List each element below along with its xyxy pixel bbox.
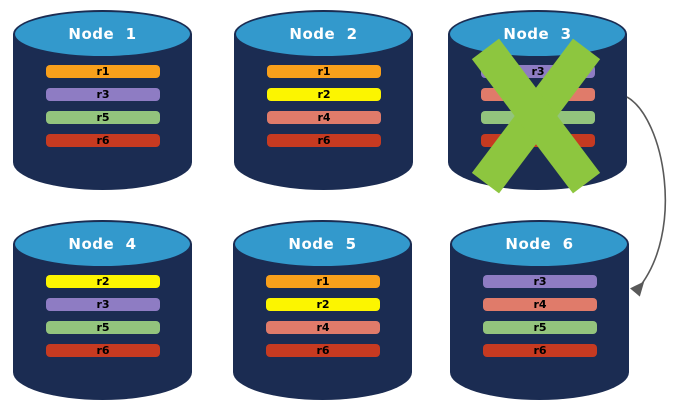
node-5: Node 5 r1 r2 r4 r6: [233, 220, 412, 400]
replica-bar-r5: r5: [46, 111, 160, 124]
replica-bar-r1: r1: [267, 65, 381, 78]
cylinder-top: Node 2: [234, 10, 413, 58]
replica-label: r1: [316, 275, 330, 288]
replica-bar-r5: r5: [46, 321, 160, 334]
replica-label: r6: [316, 344, 330, 357]
replica-label: r6: [533, 344, 547, 357]
replica-label: r6: [96, 134, 110, 147]
replica-list: r3 r4 r5 r6: [483, 275, 597, 357]
replica-bar-r3: r3: [46, 298, 160, 311]
replica-label: r6: [96, 344, 110, 357]
replica-label: r4: [533, 298, 547, 311]
cylinder-top: Node 3: [448, 10, 627, 58]
replica-label: r3: [531, 65, 545, 78]
node-2: Node 2 r1 r2 r4 r6: [234, 10, 413, 190]
replica-bar-r6: r6: [46, 134, 160, 147]
node-1: Node 1 r1 r3 r5 r6: [13, 10, 192, 190]
replica-label: r6: [531, 134, 545, 147]
replica-list: r2 r3 r5 r6: [46, 275, 160, 357]
replica-list: r3 r4 r5 r6: [481, 65, 595, 147]
replica-label: r2: [316, 298, 330, 311]
replica-bar-r1: r1: [266, 275, 380, 288]
replica-label: r6: [317, 134, 331, 147]
replica-list: r1 r2 r4 r6: [267, 65, 381, 147]
replica-label: r5: [531, 111, 545, 124]
node-title: Node 6: [505, 235, 574, 253]
node-3: Node 3 r3 r4 r5 r6: [448, 10, 627, 194]
node-title: Node 4: [68, 235, 137, 253]
cylinder-top: Node 6: [450, 220, 629, 268]
replica-label: r2: [96, 275, 110, 288]
replica-label: r4: [316, 321, 330, 334]
cylinder-top: Node 1: [13, 10, 192, 58]
node-title: Node 2: [289, 25, 358, 43]
replica-bar-r5: r5: [483, 321, 597, 334]
replica-bar-r2: r2: [46, 275, 160, 288]
replica-bar-r4: r4: [483, 298, 597, 311]
replica-bar-r2: r2: [267, 88, 381, 101]
replica-label: r3: [96, 88, 110, 101]
node-title: Node 3: [503, 25, 572, 43]
replica-bar-r6: r6: [267, 134, 381, 147]
replica-label: r2: [317, 88, 331, 101]
node-title: Node 5: [288, 235, 357, 253]
replica-bar-r6: r6: [481, 134, 595, 147]
replica-label: r3: [96, 298, 110, 311]
replica-list: r1 r2 r4 r6: [266, 275, 380, 357]
replica-bar-r2: r2: [266, 298, 380, 311]
replica-label: r5: [96, 321, 110, 334]
replica-label: r5: [533, 321, 547, 334]
replica-bar-r3: r3: [483, 275, 597, 288]
replica-bar-r6: r6: [483, 344, 597, 357]
node-4: Node 4 r2 r3 r5 r6: [13, 220, 192, 400]
replica-bar-r6: r6: [266, 344, 380, 357]
replica-label: r5: [96, 111, 110, 124]
replica-label: r1: [317, 65, 331, 78]
replica-bar-r4: r4: [481, 88, 595, 101]
replica-bar-r6: r6: [46, 344, 160, 357]
node-6: Node 6 r3 r4 r5 r6: [450, 220, 629, 400]
replica-bar-r4: r4: [267, 111, 381, 124]
replica-label: r3: [533, 275, 547, 288]
replica-bar-r3: r3: [46, 88, 160, 101]
cylinder-top: Node 4: [13, 220, 192, 268]
replica-bar-r4: r4: [266, 321, 380, 334]
replica-bar-r5: r5: [481, 111, 595, 124]
cylinder-top: Node 5: [233, 220, 412, 268]
replica-label: r1: [96, 65, 110, 78]
replica-bar-r3: r3: [481, 65, 595, 78]
replica-label: r4: [531, 88, 545, 101]
node-title: Node 1: [68, 25, 137, 43]
replica-list: r1 r3 r5 r6: [46, 65, 160, 147]
replica-label: r4: [317, 111, 331, 124]
replica-bar-r1: r1: [46, 65, 160, 78]
